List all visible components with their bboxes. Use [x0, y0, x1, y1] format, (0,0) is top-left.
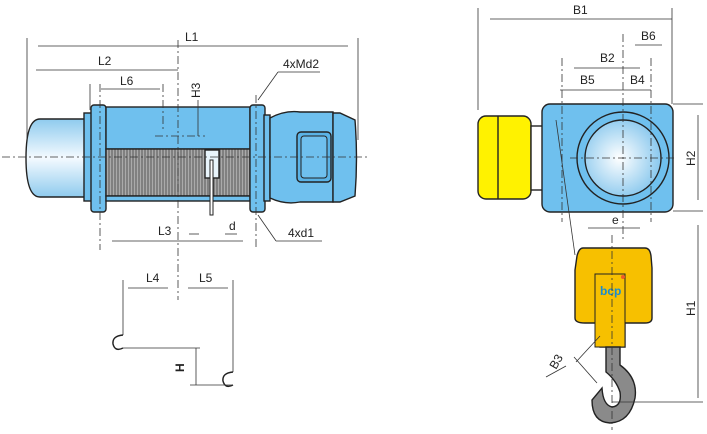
- dim-L6: L6: [120, 74, 134, 88]
- dim-e: e: [612, 213, 619, 227]
- side-view: L1 L2 L6 H3 L3 d 4xMd2 4xd1: [2, 30, 368, 300]
- right-frame-plate: [249, 104, 266, 213]
- hook-icon-left: [112, 334, 124, 351]
- dim-L3: L3: [158, 224, 172, 238]
- dim-L1: L1: [185, 30, 199, 44]
- dim-B5: B5: [580, 73, 595, 87]
- hook-icon-right: [222, 371, 234, 388]
- logo-plate: [594, 273, 626, 348]
- control-box: [477, 115, 532, 200]
- dim-L4: L4: [146, 271, 160, 285]
- motor-end-cap: [332, 112, 358, 203]
- dim-B2: B2: [600, 51, 615, 65]
- dim-B3: B3: [546, 352, 566, 372]
- crane-hook: [591, 346, 637, 424]
- dim-B1: B1: [573, 3, 588, 17]
- motor-flange: [263, 114, 271, 202]
- dim-H3: H3: [189, 82, 203, 98]
- logo: bcp: [600, 284, 621, 298]
- hook-position-detail: L4 L5 H: [112, 271, 234, 388]
- label-4xd1: 4xd1: [288, 226, 314, 240]
- left-frame-plate: [90, 104, 107, 213]
- dim-B4: B4: [630, 73, 645, 87]
- end-view: bcp B1 B6 B2 B5 B4 H2 e H1 B3: [477, 3, 703, 430]
- dim-H1: H1: [684, 300, 698, 316]
- dim-L5: L5: [199, 271, 213, 285]
- dim-H: H: [173, 363, 187, 372]
- gearbox-cap: [25, 118, 91, 198]
- rope: [209, 159, 214, 216]
- dim-B6: B6: [641, 29, 656, 43]
- dim-L2: L2: [98, 54, 112, 68]
- dim-d: d: [229, 219, 236, 233]
- label-4xMd2: 4xMd2: [283, 57, 319, 71]
- dim-H2: H2: [684, 150, 698, 166]
